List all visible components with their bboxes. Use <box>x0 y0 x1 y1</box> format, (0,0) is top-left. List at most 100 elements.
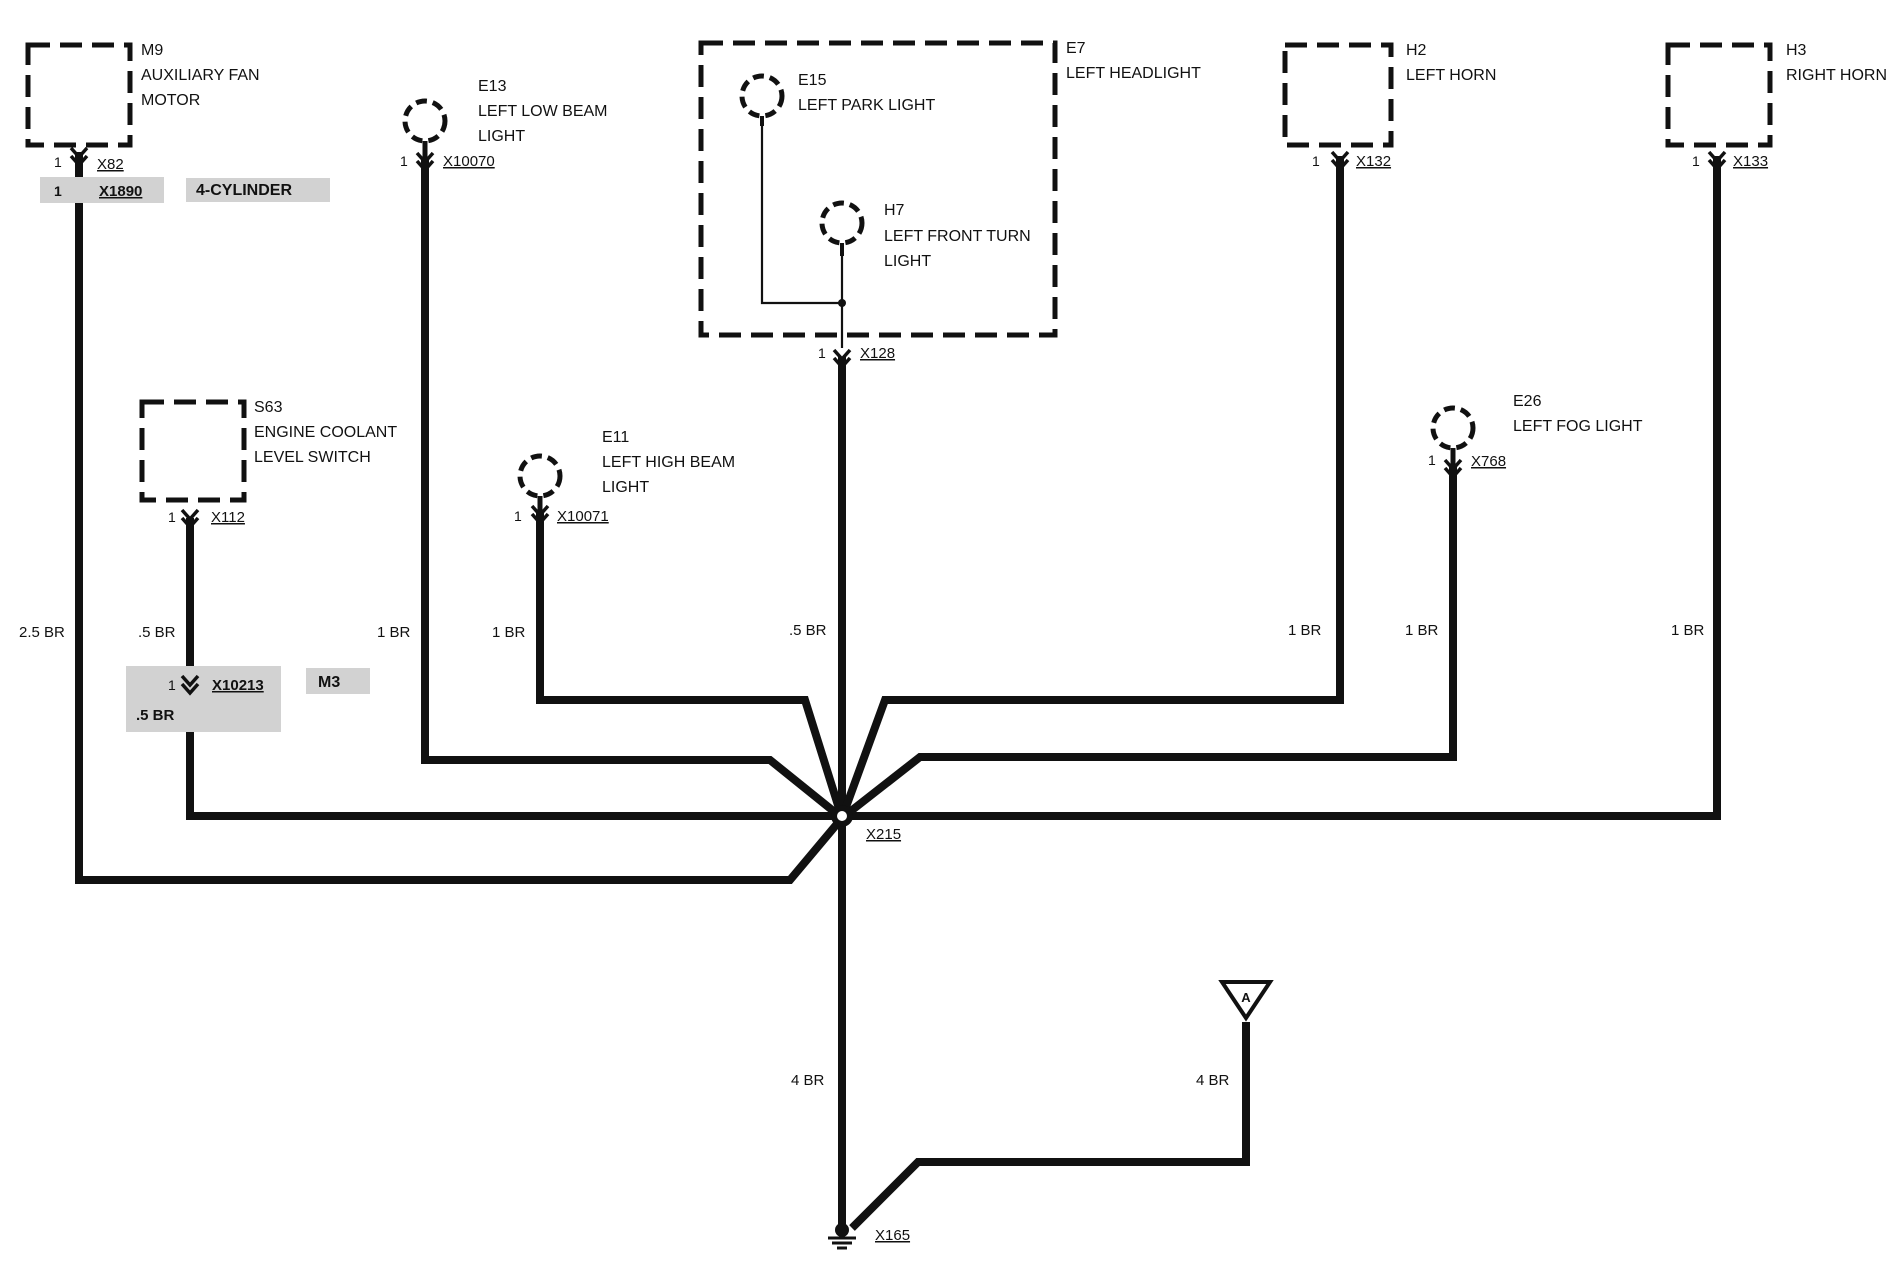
h3-id: H3 <box>1786 42 1807 59</box>
s63-name-1: ENGINE COOLANT <box>254 424 397 441</box>
reference-a-triangle-icon: A <box>1218 980 1274 1022</box>
h2-id: H2 <box>1406 42 1427 59</box>
x82-pin: 1 <box>54 154 62 170</box>
wire-e11-spec: 1 BR <box>492 624 526 641</box>
wire-h3-spec: 1 BR <box>1671 622 1705 639</box>
e13-id: E13 <box>478 78 507 95</box>
x215-connector: X215 <box>866 826 901 843</box>
s63-name-2: LEVEL SWITCH <box>254 449 371 466</box>
wire-h2 <box>838 156 1344 820</box>
x128-pin: 1 <box>818 345 826 361</box>
x128-chevron-icon <box>832 348 852 370</box>
x112-connector: X112 <box>211 509 245 526</box>
e11-label: E11 LEFT HIGH BEAM LIGHT <box>602 429 740 496</box>
wire-e7-spec: .5 BR <box>789 622 827 639</box>
e11-id: E11 <box>602 429 629 446</box>
e15-name: LEFT PARK LIGHT <box>798 97 935 114</box>
wire-h2-spec: 1 BR <box>1288 622 1322 639</box>
m9-name-2: MOTOR <box>141 92 200 109</box>
e26-id: E26 <box>1513 393 1542 410</box>
e15-bulb-icon <box>739 73 785 126</box>
e13-label: E13 LEFT LOW BEAM LIGHT <box>478 78 612 145</box>
x10213-connector: X10213 <box>212 677 264 694</box>
wire-e13 <box>421 160 845 822</box>
h2-label: H2 LEFT HORN <box>1406 42 1496 84</box>
h2-component-box <box>1282 42 1394 148</box>
h7-name-1: LEFT FRONT TURN <box>884 228 1031 245</box>
e7-id: E7 <box>1066 40 1086 57</box>
s63-component-box <box>139 399 247 503</box>
option-zone-x1890 <box>40 177 164 203</box>
x768-connector: X768 <box>1471 453 1506 470</box>
e26-bulb-icon <box>1430 405 1476 466</box>
x128-connector: X128 <box>860 345 895 362</box>
wire-ground-spec: 4 BR <box>791 1072 825 1089</box>
e15-label: E15 LEFT PARK LIGHT <box>798 72 935 114</box>
x10070-chevron-icon <box>415 151 435 173</box>
wire-m9 <box>75 152 846 884</box>
h7-bulb-icon <box>819 200 865 256</box>
x82-connector: X82 <box>97 156 124 173</box>
reference-a-label: A <box>1241 990 1251 1005</box>
m9-label: M9 AUXILIARY FAN MOTOR <box>141 42 264 109</box>
x10071-chevron-icon <box>530 504 550 526</box>
x133-chevron-icon <box>1707 150 1727 172</box>
option-zone-x10213 <box>126 666 281 732</box>
e7-internal-splice <box>838 299 846 307</box>
x112-pin: 1 <box>168 509 176 525</box>
m3-option-label: M3 <box>318 674 340 691</box>
four-cylinder-option-label: 4-CYLINDER <box>196 182 292 199</box>
x133-connector: X133 <box>1733 153 1768 170</box>
x132-chevron-icon <box>1330 150 1350 172</box>
x10070-pin: 1 <box>400 153 408 169</box>
h3-name: RIGHT HORN <box>1786 67 1887 84</box>
h3-component-box <box>1665 42 1773 148</box>
e13-name-2: LIGHT <box>478 128 525 145</box>
x1890-pin: 1 <box>54 183 62 199</box>
e11-name-2: LIGHT <box>602 479 649 496</box>
s63-label: S63 ENGINE COOLANT LEVEL SWITCH <box>254 399 401 466</box>
m9-name-1: AUXILIARY FAN <box>141 67 260 84</box>
x82-chevron-icon <box>69 146 89 168</box>
wire-s63-alt-spec: .5 BR <box>136 707 175 724</box>
x133-pin: 1 <box>1692 153 1700 169</box>
e7-name: LEFT HEADLIGHT <box>1066 65 1201 82</box>
x132-connector: X132 <box>1356 153 1391 170</box>
x10070-connector: X10070 <box>443 153 495 170</box>
m9-component-box <box>25 42 133 148</box>
x10071-pin: 1 <box>514 508 522 524</box>
wire-e13-spec: 1 BR <box>377 624 411 641</box>
x112-chevron-icon <box>180 508 200 530</box>
wire-e11 <box>536 510 846 820</box>
x768-chevron-icon <box>1443 458 1463 480</box>
wire-h3 <box>842 156 1721 820</box>
s63-id: S63 <box>254 399 283 416</box>
wire-s63 <box>186 518 842 820</box>
wire-s63-spec: .5 BR <box>138 624 176 641</box>
wire-ref-a-spec: 4 BR <box>1196 1072 1230 1089</box>
wire-network <box>75 152 1721 1232</box>
e13-bulb-icon <box>402 98 448 160</box>
x10071-connector: X10071 <box>557 508 609 525</box>
h7-label: H7 LEFT FRONT TURN LIGHT <box>884 202 1035 270</box>
x10213-pin: 1 <box>168 677 176 693</box>
wire-ref-a <box>849 1022 1250 1231</box>
wire-e26 <box>839 466 1457 822</box>
option-zone-m3 <box>306 668 370 694</box>
e26-name: LEFT FOG LIGHT <box>1513 418 1643 435</box>
e15-id: E15 <box>798 72 827 89</box>
x768-pin: 1 <box>1428 452 1436 468</box>
h7-name-2: LIGHT <box>884 253 931 270</box>
h7-id: H7 <box>884 202 905 219</box>
e7-internal-wire-park <box>760 126 842 305</box>
e11-name-1: LEFT HIGH BEAM <box>602 454 735 471</box>
x132-pin: 1 <box>1312 153 1320 169</box>
option-zone-4cyl <box>186 178 330 202</box>
m9-id: M9 <box>141 42 163 59</box>
e26-label: E26 LEFT FOG LIGHT <box>1513 393 1643 435</box>
e7-label: E7 LEFT HEADLIGHT <box>1066 40 1201 82</box>
x165-ground-icon <box>828 1223 856 1250</box>
x10213-chevron-icon <box>180 674 200 696</box>
x165-connector: X165 <box>875 1227 910 1244</box>
